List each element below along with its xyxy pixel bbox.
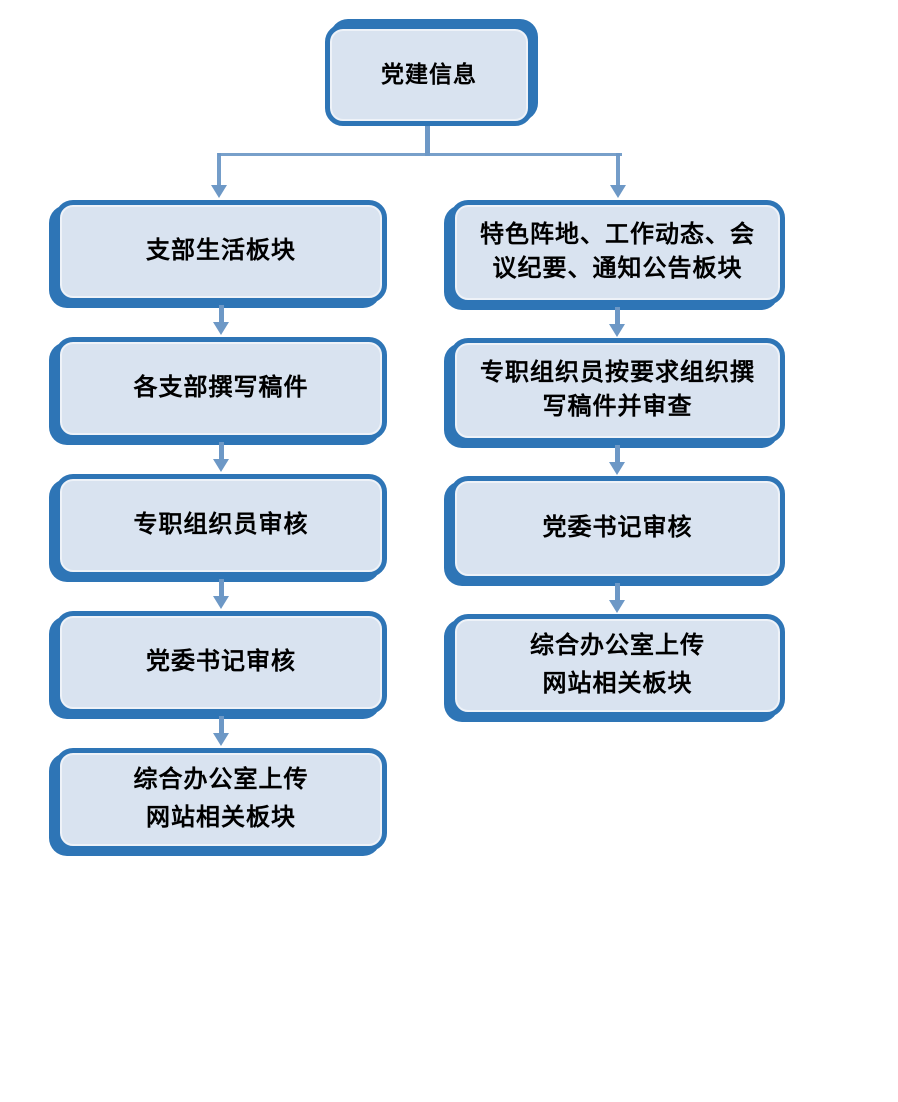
- arrow-shaft: [218, 305, 224, 322]
- arrow-shaft: [218, 716, 224, 733]
- flow-node-right-1: 特色阵地、工作动态、会 议纪要、通知公告板块: [450, 200, 785, 305]
- down-arrow: [213, 579, 229, 609]
- down-arrow: [213, 305, 229, 335]
- arrow-shaft: [614, 307, 620, 324]
- flow-node-right-2: 专职组织员按要求组织撰 写稿件并审查: [450, 338, 785, 443]
- flow-node-left-2: 各支部撰写稿件: [55, 337, 387, 440]
- flow-node-left-3: 专职组织员审核: [55, 474, 387, 577]
- flow-node-right-4: 综合办公室上传 网站相关板块: [450, 614, 785, 717]
- branch-left-arrowhead-icon: [211, 185, 227, 198]
- down-arrow: [609, 307, 625, 337]
- arrow-head-icon: [213, 459, 229, 472]
- flow-node-left-5: 综合办公室上传 网站相关板块: [55, 748, 387, 851]
- down-arrow: [213, 442, 229, 472]
- arrow-shaft: [218, 442, 224, 459]
- down-arrow: [213, 716, 229, 746]
- arrow-head-icon: [213, 596, 229, 609]
- down-arrow: [609, 445, 625, 475]
- arrow-head-icon: [609, 324, 625, 337]
- flow-node-root: 党建信息: [325, 24, 533, 126]
- branch-right-arrowhead-icon: [610, 185, 626, 198]
- arrow-shaft: [614, 445, 620, 462]
- arrow-head-icon: [609, 600, 625, 613]
- arrow-shaft: [614, 583, 620, 600]
- arrow-shaft: [218, 579, 224, 596]
- down-arrow: [609, 583, 625, 613]
- flow-node-left-4: 党委书记审核: [55, 611, 387, 714]
- branch-left-drop-line: [217, 153, 221, 186]
- branch-right-drop-line: [616, 153, 620, 186]
- arrow-head-icon: [609, 462, 625, 475]
- flow-node-right-3: 党委书记审核: [450, 476, 785, 581]
- arrow-head-icon: [213, 322, 229, 335]
- branch-horizontal-line: [218, 153, 622, 156]
- arrow-head-icon: [213, 733, 229, 746]
- branch-stem-line: [425, 126, 430, 156]
- flow-node-left-1: 支部生活板块: [55, 200, 387, 303]
